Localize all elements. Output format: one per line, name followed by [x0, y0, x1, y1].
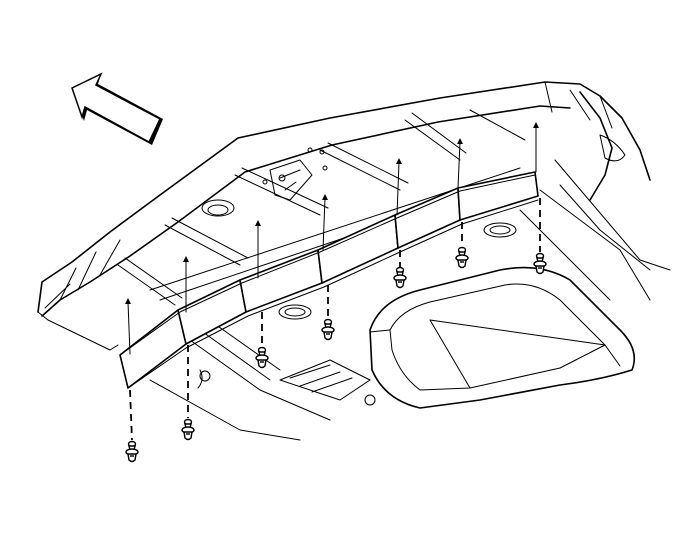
push-pin-retainer-icon: [321, 318, 335, 341]
fastener-guide-lines: [129, 198, 541, 441]
insulator-segment-5: [394, 187, 461, 249]
push-pin-retainer-icon: [533, 252, 547, 275]
hood-latch-bracket: [262, 147, 328, 201]
hood-insulator-panel: [119, 171, 539, 389]
push-pin-retainer-icon: [181, 418, 195, 441]
insulator-segment-4: [317, 214, 399, 284]
push-pin-retainer-icon: [255, 346, 269, 369]
hood-inner-frame: [117, 109, 671, 306]
hood-outline: [37, 81, 651, 351]
upper-fastener-pins: [125, 122, 539, 355]
push-pin-retainer-icon: [125, 440, 139, 463]
hood-access-holes: [201, 199, 517, 320]
hood-center-scoop: [369, 266, 636, 409]
push-pin-retainers: [125, 246, 547, 463]
front-direction-arrow-icon: [71, 72, 163, 145]
hood-lower-ribs: [149, 321, 376, 441]
push-pin-retainer-icon: [455, 246, 469, 269]
insulator-segment-6: [457, 171, 539, 221]
push-pin-retainer-icon: [393, 266, 407, 289]
